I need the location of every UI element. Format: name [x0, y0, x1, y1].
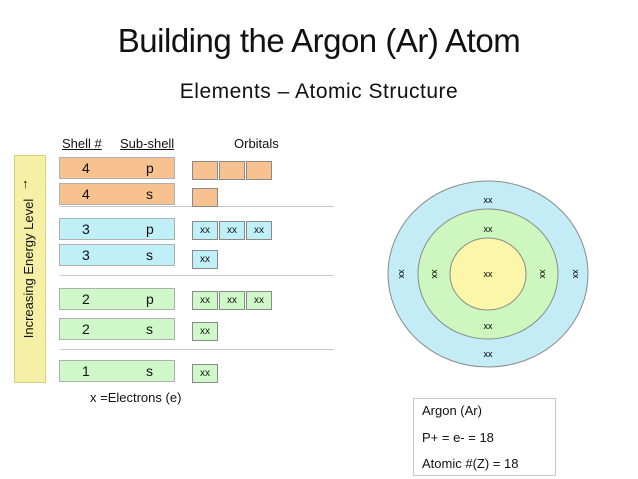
shell-number: 3	[82, 221, 90, 237]
element-info-box: Argon (Ar) P+ = e- = 18 Atomic #(Z) = 18	[413, 398, 556, 476]
orbital-box	[219, 161, 245, 180]
electron-pair: xx	[484, 195, 494, 205]
shell-number: 2	[82, 321, 90, 337]
subshell-letter: p	[146, 221, 154, 237]
shell-number: 1	[82, 363, 90, 379]
orbital-box	[192, 188, 218, 207]
proton-electron-count: P+ = e- = 18	[422, 430, 494, 445]
shell-number: 4	[82, 160, 90, 176]
orbital-box: xx	[246, 221, 272, 240]
subshell-letter: p	[146, 160, 154, 176]
up-arrow-icon: ↑	[22, 176, 29, 191]
shell-number: 3	[82, 247, 90, 263]
electron-pair: xx	[484, 224, 494, 234]
subshell-letter: p	[146, 291, 154, 307]
orbital-box: xx	[219, 291, 245, 310]
energy-level-label-wrap: Increasing Energy Level	[14, 155, 44, 381]
page-title: Building the Argon (Ar) Atom	[117, 22, 521, 59]
electron-pair: xx	[484, 349, 494, 359]
element-name: Argon (Ar)	[422, 403, 482, 418]
subshell-letter: s	[146, 186, 153, 202]
subshell-letter: s	[146, 321, 153, 337]
electron-pair: xx	[571, 270, 581, 280]
shell-separator	[60, 275, 334, 276]
orbital-box: xx	[192, 221, 218, 240]
atomic-number: Atomic #(Z) = 18	[422, 456, 519, 471]
orbital-box: xx	[246, 291, 272, 310]
subshell-letter: s	[146, 247, 153, 263]
shell-number: 4	[82, 186, 90, 202]
orbital-box	[246, 161, 272, 180]
header-shell: Shell #	[62, 136, 102, 151]
shell-number: 2	[82, 291, 90, 307]
electron-pair: xx	[484, 321, 494, 331]
electron-pair: xx	[430, 270, 440, 280]
legend-text: x =Electrons (e)	[90, 390, 182, 405]
orbital-box: xx	[192, 291, 218, 310]
energy-level-bar	[14, 155, 46, 383]
electron-pair: xx	[484, 269, 494, 279]
orbital-box: xx	[192, 250, 218, 269]
orbital-box: xx	[219, 221, 245, 240]
orbital-box: xx	[192, 322, 218, 341]
orbital-box: xx	[192, 364, 218, 383]
shell-separator	[60, 349, 334, 350]
header-subshell: Sub-shell	[120, 136, 175, 151]
nucleus	[449, 237, 527, 311]
page-subtitle: Elements – Atomic Structure	[179, 80, 459, 103]
electron-pair: xx	[538, 270, 548, 280]
atom-diagram: xx xx xx xx xx xx xx xx xx	[387, 180, 589, 368]
orbital-box	[192, 161, 218, 180]
header-orbitals: Orbitals	[234, 136, 279, 151]
energy-level-label: Increasing Energy Level	[21, 198, 37, 338]
subshell-letter: s	[146, 363, 153, 379]
electron-pair: xx	[397, 270, 407, 280]
